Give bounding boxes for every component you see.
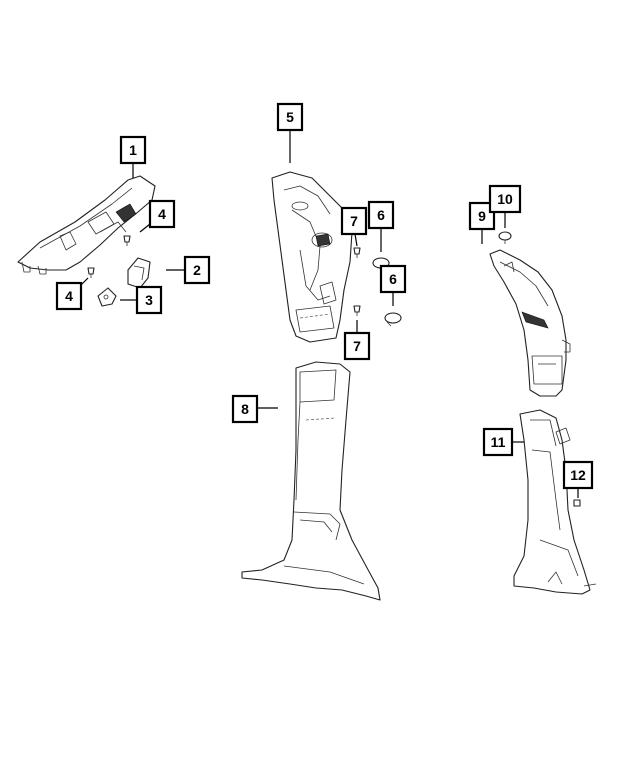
callout-7-upper: 7 — [340, 206, 368, 236]
clip-10 — [498, 231, 512, 244]
callout-12: 12 — [562, 460, 594, 490]
bracket-2 — [127, 257, 151, 289]
callout-4-upper: 4 — [148, 199, 176, 229]
callout-6-lower-label: 6 — [389, 271, 397, 287]
callout-2-label: 2 — [193, 262, 201, 278]
c-pillar-lower-trim — [513, 409, 597, 595]
callout-10-label: 10 — [497, 191, 513, 207]
callout-6-lower: 6 — [379, 264, 407, 294]
callout-8: 8 — [231, 394, 259, 424]
callout-12-label: 12 — [570, 467, 586, 483]
callout-2: 2 — [183, 255, 211, 285]
callout-4-lower: 4 — [55, 281, 83, 311]
callout-11-label: 11 — [491, 434, 506, 450]
fastener-12 — [573, 499, 581, 507]
a-pillar-trim — [17, 175, 156, 275]
screw-7a — [353, 247, 361, 258]
callout-7-lower-label: 7 — [353, 338, 361, 354]
screw-4a — [123, 235, 131, 246]
callout-3: 3 — [135, 285, 163, 315]
callout-3-label: 3 — [145, 292, 153, 308]
callout-10: 10 — [488, 184, 522, 214]
c-pillar-upper-trim — [489, 249, 571, 397]
b-pillar-lower-trim — [241, 361, 381, 601]
callout-7-upper-label: 7 — [350, 213, 358, 229]
callout-8-label: 8 — [241, 401, 249, 417]
cap-6b — [384, 312, 402, 327]
callout-1-label: 1 — [129, 142, 137, 158]
callout-5: 5 — [276, 102, 304, 132]
callout-5-label: 5 — [286, 109, 294, 125]
callout-11: 11 — [482, 427, 514, 457]
callout-4-upper-label: 4 — [158, 206, 166, 222]
callout-4-lower-label: 4 — [65, 288, 73, 304]
leader-4a — [139, 223, 151, 233]
screw-7b — [353, 305, 361, 316]
callout-6-upper: 6 — [367, 200, 395, 230]
b-pillar-upper-trim — [271, 171, 353, 343]
callout-6-upper-label: 6 — [377, 207, 385, 223]
callout-7-lower: 7 — [343, 331, 371, 361]
clip-3 — [97, 287, 117, 307]
leader-7a — [354, 233, 358, 247]
screw-4b — [87, 267, 95, 278]
callout-9-label: 9 — [478, 208, 486, 224]
callout-1: 1 — [119, 135, 147, 165]
